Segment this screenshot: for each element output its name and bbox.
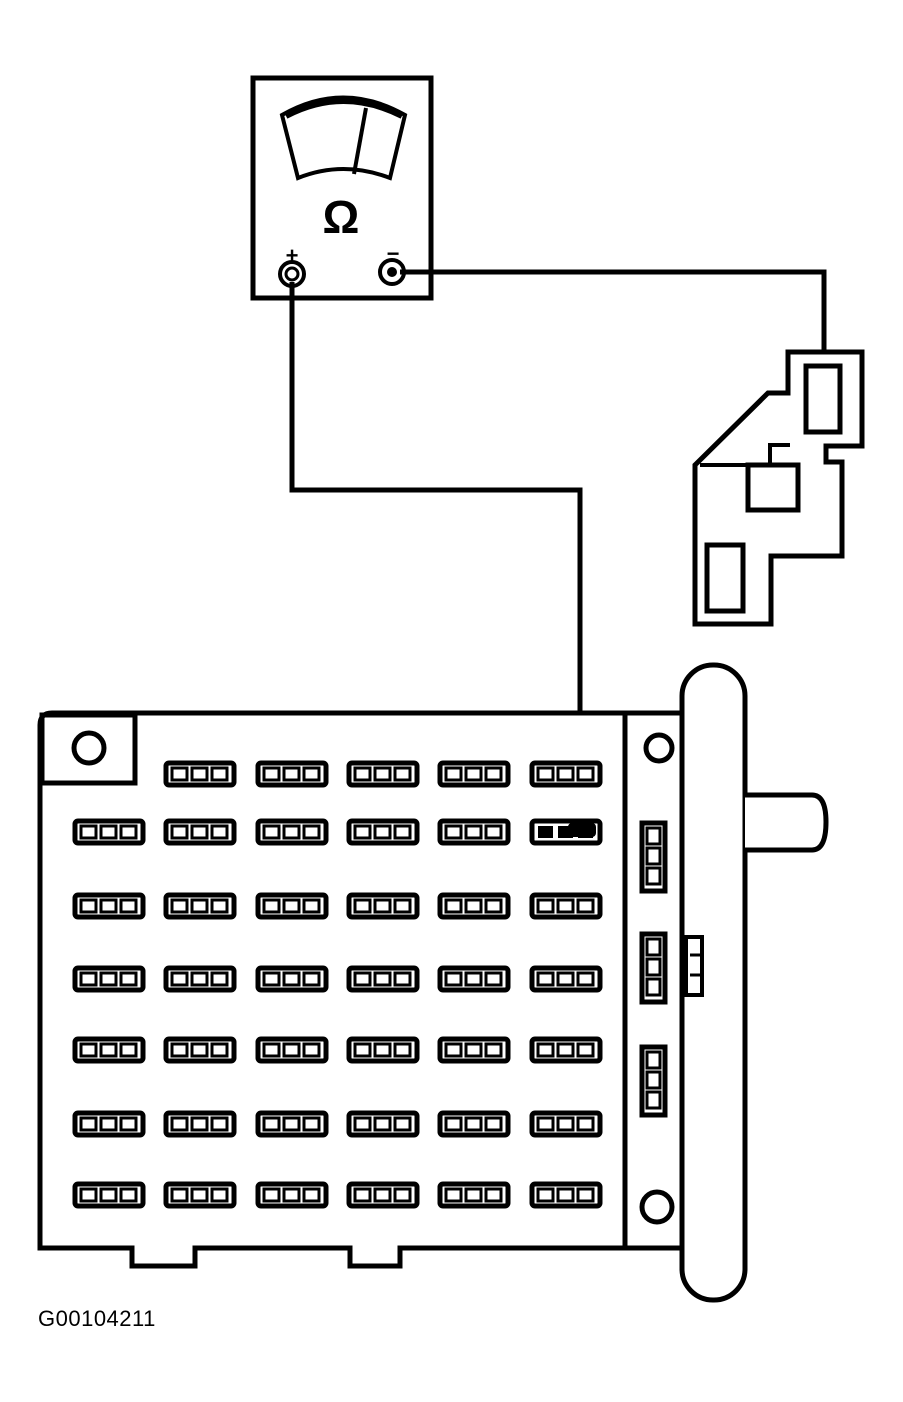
- fuse-cavity: [437, 1036, 511, 1064]
- fuse-cavity: [346, 1181, 420, 1209]
- probe-tip: [568, 823, 596, 837]
- fuse-cavity-top-3: [255, 760, 329, 788]
- fuse-cavity: [346, 1036, 420, 1064]
- corner-mount-hole: [71, 730, 107, 766]
- fuse-cavity-top-6: [529, 760, 603, 788]
- fuse-cavity: [346, 892, 420, 920]
- connector-latch: [745, 462, 801, 513]
- ohmmeter: Ω + −: [250, 75, 434, 301]
- side-slot-groups: [639, 820, 668, 1118]
- fuse-cavity: [72, 892, 146, 920]
- fuse-cavity: [163, 1110, 237, 1138]
- fuse-cavity-top-5: [437, 760, 511, 788]
- fuse-cavity: [437, 892, 511, 920]
- fuse-cavity-top-2: [163, 760, 237, 788]
- fuse-cavity: [255, 965, 329, 993]
- component-connector: [692, 349, 865, 627]
- side-mount-hole-bottom: [639, 1189, 675, 1225]
- fuse-cavity: [529, 1181, 603, 1209]
- fuse-cavity: [163, 965, 237, 993]
- ohmmeter-scale-arc: [284, 98, 404, 119]
- fuse-cavity: [346, 818, 420, 846]
- fuse-cavity: [346, 965, 420, 993]
- fuse-cavity: [255, 1110, 329, 1138]
- fuse-cavity: [437, 818, 511, 846]
- fuse-cavity: [163, 818, 237, 846]
- negative-test-lead: [400, 269, 827, 368]
- fuse-cavity: [163, 1036, 237, 1064]
- connector-inner-outline: [700, 443, 790, 467]
- connector-pin-cavity: [803, 363, 843, 435]
- fuse-cavity: [529, 1110, 603, 1138]
- corner-mount-box: [39, 712, 138, 786]
- ohm-symbol: Ω: [323, 191, 360, 243]
- fuse-cavity: [346, 1110, 420, 1138]
- fuse-cavity: [437, 1181, 511, 1209]
- fuse-cavity: [255, 818, 329, 846]
- fuse-cavity: [163, 892, 237, 920]
- side-slot-group: [639, 1044, 668, 1118]
- connector-lower-slot: [704, 542, 746, 614]
- ohmmeter-body: [250, 75, 434, 301]
- figure-id: G00104211: [38, 1306, 156, 1331]
- side-slot-group: [639, 931, 668, 1005]
- fuse-cavity: [163, 1181, 237, 1209]
- fuse-panel: [37, 662, 829, 1303]
- panel-handle[interactable]: [679, 662, 748, 1303]
- fuse-cavity: [255, 892, 329, 920]
- ohmmeter-scale-face: [279, 95, 408, 181]
- fuse-cavity: [72, 1181, 146, 1209]
- positive-test-lead: [289, 282, 583, 832]
- fuse-cavity: [72, 818, 146, 846]
- ohmmeter-needle: [352, 107, 368, 175]
- fuse-cavity-top-4: [346, 760, 420, 788]
- fuse-cavity: [437, 965, 511, 993]
- fuse-cavity: [72, 1110, 146, 1138]
- fuse-cavity: [255, 1181, 329, 1209]
- fuse-cavity-grid: [72, 760, 603, 1209]
- side-mount-hole-top: [643, 732, 675, 764]
- fuse-cavity: [529, 1036, 603, 1064]
- fuse-cavity: [529, 892, 603, 920]
- fuse-cavity: [72, 965, 146, 993]
- handle-stub: [745, 792, 829, 853]
- side-slot-group: [639, 820, 668, 894]
- handle-clip: [684, 935, 704, 997]
- tested-fuse-cavity: [529, 818, 603, 846]
- fuse-cavity: [529, 965, 603, 993]
- fuse-cavity: [255, 1036, 329, 1064]
- fuse-cavity: [72, 1036, 146, 1064]
- fuse-cavity: [437, 1110, 511, 1138]
